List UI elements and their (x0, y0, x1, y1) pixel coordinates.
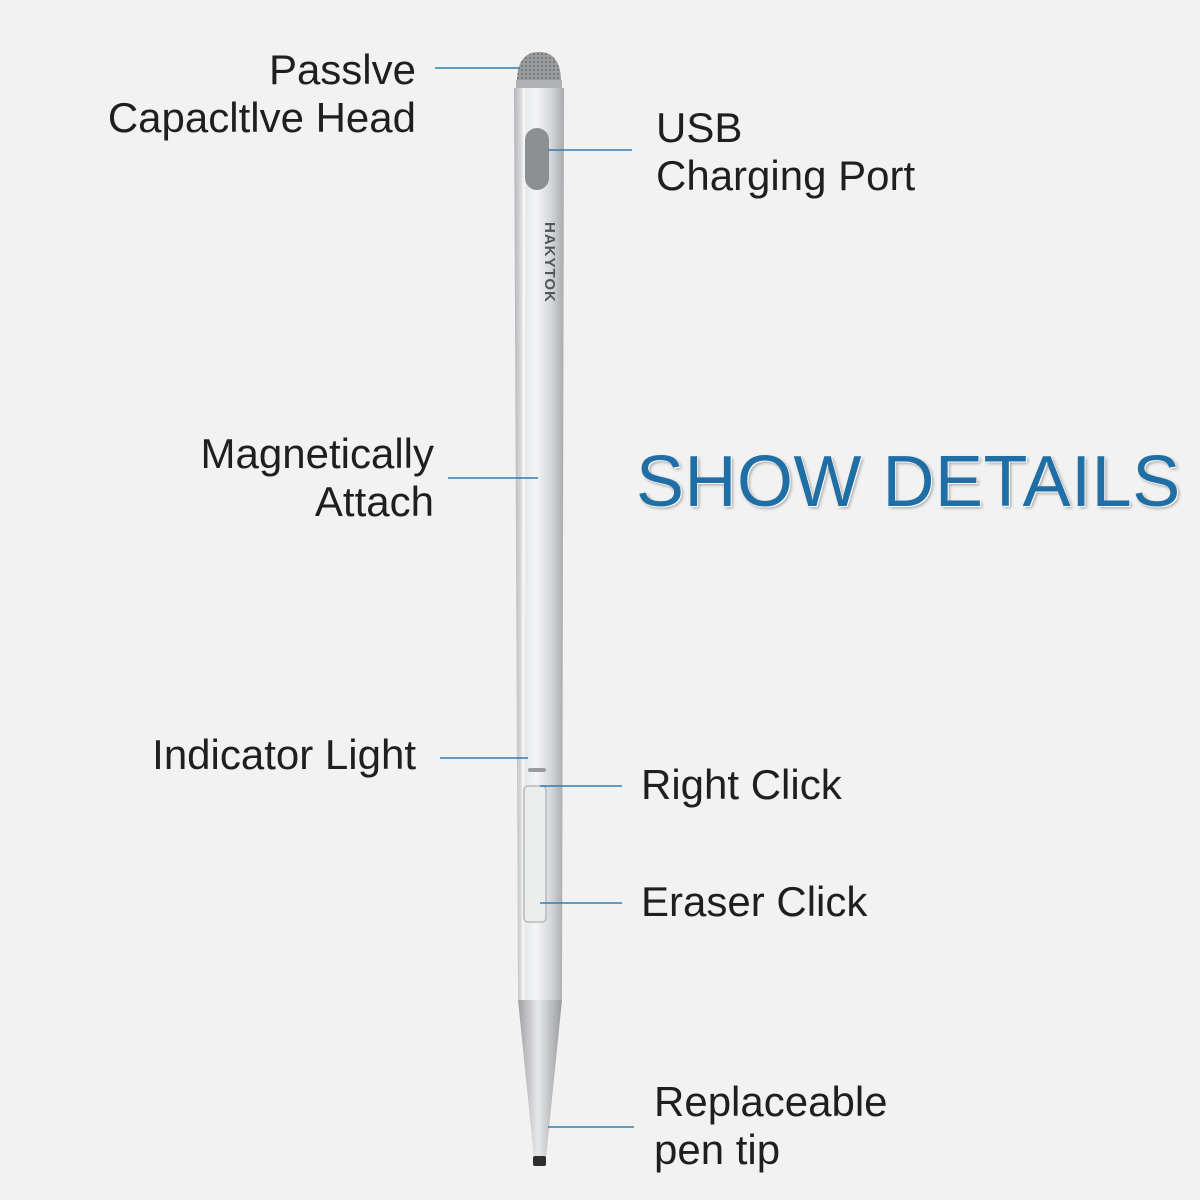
label-eraser-click-line1: Eraser Click (641, 878, 868, 925)
pen-barrel (514, 87, 564, 1001)
label-passive-head-line2: Capacltlve Head (107, 94, 416, 141)
label-usb-port-line2: Charging Port (656, 152, 916, 199)
leader-lines (435, 67, 634, 1128)
label-right-click-line1: Right Click (641, 761, 842, 808)
indicator-light (528, 768, 546, 772)
brand-logo: HAKYTOK (541, 222, 558, 303)
side-button (523, 785, 547, 923)
label-magnetic-line1: Magnetically (200, 430, 434, 477)
capacitive-head (516, 52, 562, 88)
label-indicator-light: Indicator Light (152, 731, 416, 779)
label-passive-head: Passlve Capacltlve Head (108, 46, 416, 142)
label-pen-tip-line2: pen tip (654, 1126, 781, 1173)
label-pen-tip-line1: Replaceable (654, 1078, 888, 1125)
label-pen-tip: Replaceable pen tip (654, 1078, 888, 1174)
label-usb-port-line1: USB (656, 104, 743, 151)
label-usb-port: USB Charging Port (656, 104, 915, 200)
replaceable-tip (533, 1156, 546, 1166)
label-passive-head-line1: Passlve (268, 46, 416, 93)
usb-port (525, 128, 549, 190)
label-right-click: Right Click (641, 761, 842, 809)
headline-show-details: SHOW DETAILS (636, 442, 1181, 522)
label-magnetic-line2: Attach (314, 478, 434, 525)
pen-cone (518, 1000, 562, 1158)
label-eraser-click: Eraser Click (641, 878, 867, 926)
label-indicator-line1: Indicator Light (152, 731, 416, 778)
label-magnetic-attach: Magnetically Attach (201, 430, 434, 526)
